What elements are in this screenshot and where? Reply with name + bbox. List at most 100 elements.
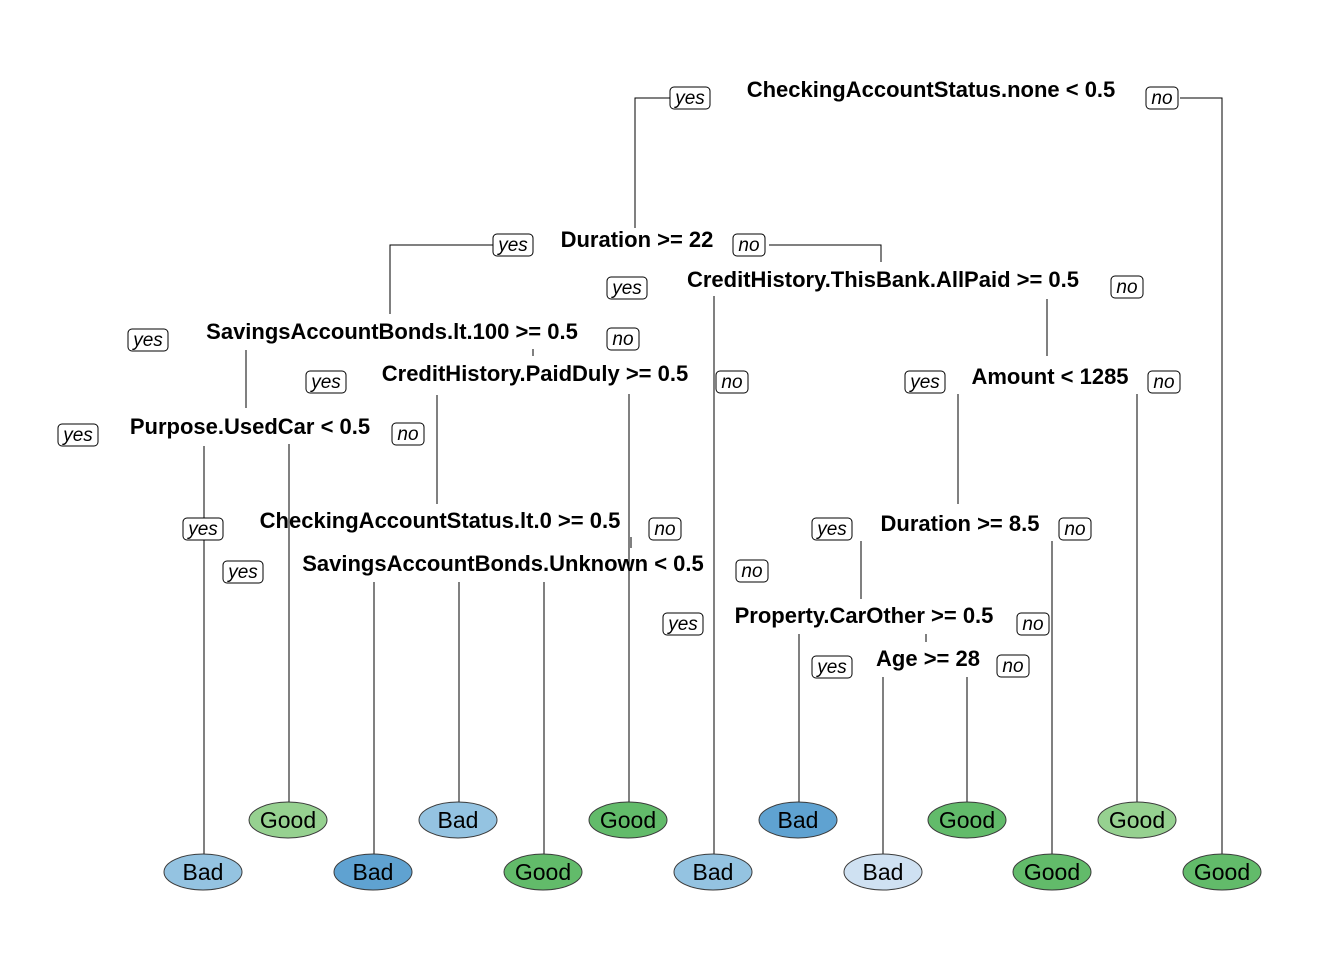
leaf-node-shape	[503, 853, 583, 891]
no-label-box	[732, 233, 766, 257]
split-label-s7: Purpose.UsedCar < 0.5	[130, 414, 370, 439]
leaf-node-label: Bad	[778, 807, 819, 833]
no-branch-label: no	[648, 517, 682, 541]
no-label-box	[1016, 612, 1050, 636]
yes-label-box	[662, 612, 704, 636]
split-labels: CheckingAccountStatus.none < 0.5Duration…	[130, 77, 1129, 671]
yes-label-box	[811, 655, 853, 679]
split-label-s9: Duration >= 8.5	[881, 511, 1040, 536]
yes-label-box	[222, 560, 264, 584]
yes-branch-label: yes	[606, 276, 648, 300]
leaf-node-shape	[673, 853, 753, 891]
leaf-node-label: Good	[1024, 859, 1080, 885]
no-label-text: no	[654, 519, 675, 540]
yes-branch-label: yes	[662, 612, 704, 636]
leaf-node-l4: Bad	[418, 801, 498, 839]
no-label-text: no	[1002, 656, 1023, 677]
yes-label-box	[127, 328, 169, 352]
yes-branch-label: yes	[127, 328, 169, 352]
split-label-s5: CreditHistory.PaidDuly >= 0.5	[382, 361, 688, 386]
yes-label-box	[606, 276, 648, 300]
leaf-node-label: Bad	[183, 859, 224, 885]
yes-label-text: yes	[610, 278, 642, 299]
no-label-box	[1145, 86, 1179, 110]
yes-label-text: yes	[496, 235, 528, 256]
leaf-node-l5: Good	[503, 853, 583, 891]
yes-label-box	[904, 370, 946, 394]
split-label-s2: Duration >= 22	[561, 227, 714, 252]
branch-direction-labels: yes no yes no yes no yes no yes no yes no yes no yes no…	[57, 86, 1181, 679]
leaf-node-label: Good	[600, 807, 656, 833]
yes-label-box	[57, 423, 99, 447]
yes-label-box	[811, 517, 853, 541]
split-label-s3: CreditHistory.ThisBank.AllPaid >= 0.5	[687, 267, 1079, 292]
split-label-s10: SavingsAccountBonds.Unknown < 0.5	[302, 551, 704, 576]
leaf-node-label: Bad	[693, 859, 734, 885]
leaf-node-l12: Good	[1097, 801, 1177, 839]
no-label-box	[735, 559, 769, 583]
yes-label-text: yes	[673, 88, 705, 109]
no-branch-label: no	[1016, 612, 1050, 636]
leaf-node-shape	[1012, 853, 1092, 891]
no-branch-label: no	[391, 422, 425, 446]
tree-edge	[1180, 97, 1223, 854]
yes-label-text: yes	[666, 614, 698, 635]
no-label-text: no	[1153, 372, 1174, 393]
leaf-node-label: Good	[939, 807, 995, 833]
leaf-node-l3: Bad	[333, 853, 413, 891]
no-label-text: no	[1151, 88, 1172, 109]
leaf-node-l11: Good	[1012, 853, 1092, 891]
split-label-s8: CheckingAccountStatus.lt.0 >= 0.5	[260, 508, 621, 533]
leaf-node-shape	[843, 853, 923, 891]
no-label-text: no	[721, 372, 742, 393]
no-branch-label: no	[1110, 275, 1144, 299]
leaf-node-l10: Good	[927, 801, 1007, 839]
leaf-node-label: Good	[515, 859, 571, 885]
no-label-text: no	[612, 329, 633, 350]
leaf-node-label: Good	[1109, 807, 1165, 833]
yes-branch-label: yes	[811, 655, 853, 679]
leaf-node-shape	[163, 853, 243, 891]
yes-label-text: yes	[226, 562, 258, 583]
no-label-text: no	[1116, 277, 1137, 298]
no-branch-label: no	[606, 327, 640, 351]
split-label-s4: SavingsAccountBonds.lt.100 >= 0.5	[206, 319, 578, 344]
leaf-nodes: BadGoodBadBadGoodGoodBadBadBadGoodGoodGo…	[163, 801, 1262, 891]
no-label-box	[1110, 275, 1144, 299]
leaf-node-shape	[1182, 853, 1262, 891]
tree-edge	[634, 97, 670, 228]
yes-label-text: yes	[815, 519, 847, 540]
split-label-s1: CheckingAccountStatus.none < 0.5	[747, 77, 1116, 102]
no-label-text: no	[1022, 614, 1043, 635]
yes-label-text: yes	[131, 330, 163, 351]
yes-label-text: yes	[815, 657, 847, 678]
leaf-node-l6: Good	[588, 801, 668, 839]
split-label-s6: Amount < 1285	[971, 364, 1128, 389]
split-label-s11: Property.CarOther >= 0.5	[735, 603, 994, 628]
leaf-node-l8: Bad	[758, 801, 838, 839]
yes-label-box	[182, 517, 224, 541]
yes-label-text: yes	[186, 519, 218, 540]
no-label-text: no	[397, 424, 418, 445]
tree-edges	[203, 97, 1223, 856]
yes-branch-label: yes	[669, 86, 711, 110]
no-branch-label: no	[735, 559, 769, 583]
tree-edge	[769, 244, 882, 262]
yes-label-text: yes	[309, 372, 341, 393]
yes-label-box	[492, 233, 534, 257]
no-branch-label: no	[996, 654, 1030, 678]
leaf-node-shape	[248, 801, 328, 839]
leaf-node-shape	[588, 801, 668, 839]
leaf-node-l7: Bad	[673, 853, 753, 891]
leaf-node-label: Bad	[353, 859, 394, 885]
yes-label-box	[669, 86, 711, 110]
yes-label-text: yes	[61, 425, 93, 446]
no-label-box	[391, 422, 425, 446]
leaf-node-l2: Good	[248, 801, 328, 839]
no-label-box	[648, 517, 682, 541]
no-branch-label: no	[732, 233, 766, 257]
leaf-node-label: Bad	[863, 859, 904, 885]
leaf-node-l13: Good	[1182, 853, 1262, 891]
no-label-box	[715, 370, 749, 394]
